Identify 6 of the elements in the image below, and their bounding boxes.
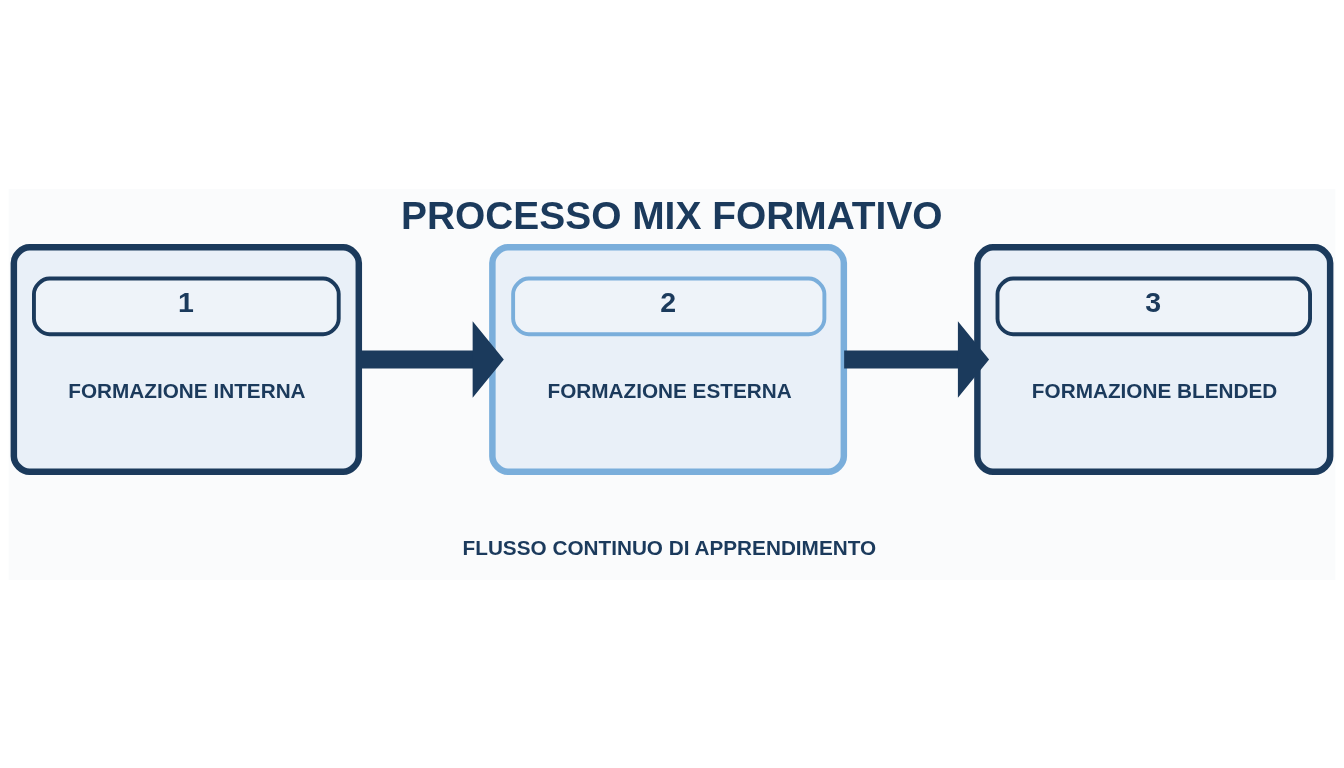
arrow: [844, 320, 990, 398]
node-box: 2 FORMAZIONE ESTERNA: [489, 243, 848, 475]
caption: FLUSSO CONTINUO DI APPRENDIMENTO: [462, 535, 877, 559]
node-box: 1 FORMAZIONE INTERNA: [10, 243, 363, 475]
diagram-title: PROCESSO MIX FORMATIVO: [400, 193, 943, 237]
node-box: 3 FORMAZIONE BLENDED: [974, 243, 1334, 475]
